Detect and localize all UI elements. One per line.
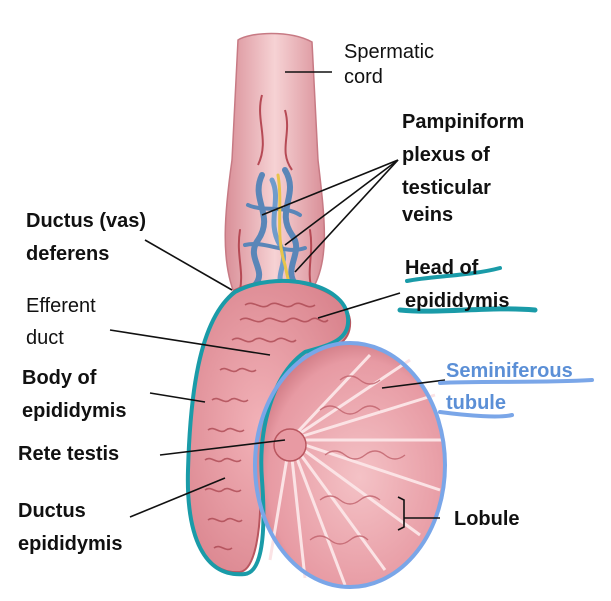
rete-testis-region [273,428,307,462]
label-line: epididymis [405,290,510,312]
head-of-epididymis-overline [405,266,502,283]
label-line: Head of [405,257,479,279]
label-head-of-epididymis: Head of epididymis [405,252,509,318]
spermatic-cord [224,32,326,296]
label-pampiniform-plexus: Pampiniform plexus of testicular veins [402,106,524,232]
label-line: Ductus (vas) [26,210,147,232]
blue-annotation-outline [253,341,447,589]
label-line: Body of [22,367,97,389]
label-line: testicular [402,177,491,199]
label-line: Seminiferous [446,360,573,382]
label-line: veins [402,204,454,226]
label-line: Spermatic [344,41,435,63]
seminiferous-underline-1 [438,378,594,385]
label-line: Efferent [26,295,96,317]
label-line: epididymis [18,533,123,555]
leader-lines [109,71,446,531]
head-of-epididymis-underline [397,306,538,314]
label-ductus-deferens: Ductus (vas) deferens [26,205,146,271]
label-ductus-epididymis: Ductus epididymis [18,495,122,561]
label-lobule: Lobule [454,508,520,530]
label-line: deferens [26,243,110,265]
label-seminiferous-tubule: Seminiferous tubule [446,355,573,419]
label-line: Pampiniform [402,111,525,133]
label-efferent-duct: Efferent duct [26,290,96,354]
testis [254,342,446,588]
label-line: duct [26,327,64,349]
label-line: plexus of [402,144,490,166]
label-spermatic-cord: Spermatic cord [344,40,434,90]
label-line: cord [344,66,383,88]
seminiferous-underline-2 [438,410,514,419]
label-line: Ductus [18,500,86,522]
label-body-of-epididymis: Body of epididymis [22,362,126,428]
label-line: tubule [446,392,506,414]
label-line: epididymis [22,400,127,422]
label-rete-testis: Rete testis [18,443,120,465]
teal-annotation-outline [185,279,351,577]
